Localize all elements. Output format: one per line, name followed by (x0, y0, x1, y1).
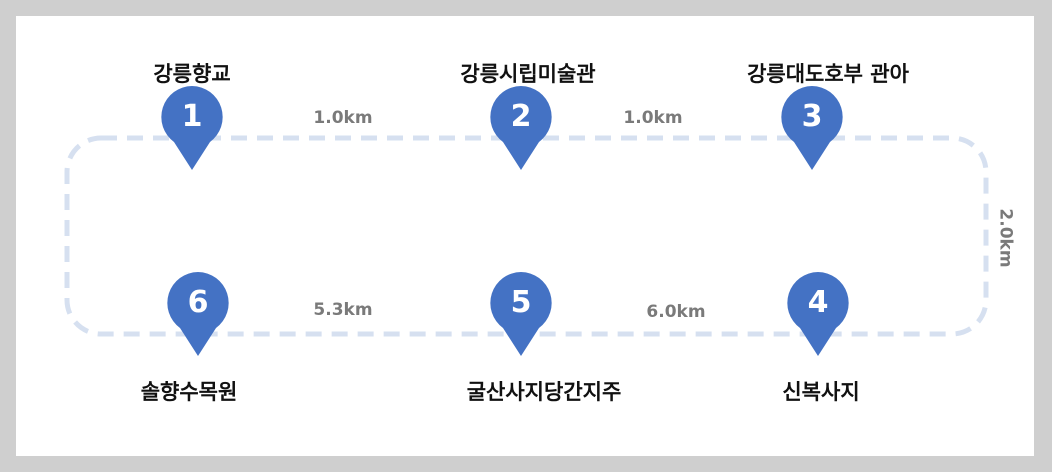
distance-5-6: 5.3km (313, 300, 373, 320)
distance-2-3: 1.0km (623, 108, 683, 128)
stop-name-1: 강릉향교 (153, 62, 231, 86)
map-pin-1: 1 (159, 86, 225, 170)
pin-number-3: 3 (801, 99, 823, 134)
map-pin-2: 2 (488, 86, 554, 170)
stop-name-6: 솔향수목원 (140, 380, 238, 404)
stop-name-2: 강릉시립미술관 (460, 62, 596, 86)
map-pin-5: 5 (488, 272, 554, 356)
map-pin-6: 6 (165, 272, 231, 356)
distance-4-5: 6.0km (646, 302, 706, 322)
route-diagram: 1.0km 1.0km 2.0km 6.0km 5.3km 강릉향교 강릉시립미… (16, 16, 1034, 456)
stop-name-5: 굴산사지당간지주 (466, 380, 622, 404)
stop-name-4: 신복사지 (782, 380, 860, 404)
stop-name-3: 강릉대도호부 관아 (747, 62, 909, 86)
pin-number-2: 2 (510, 99, 532, 134)
distance-3-4: 2.0km (995, 208, 1016, 268)
pin-number-5: 5 (510, 285, 532, 320)
map-pin-3: 3 (779, 86, 845, 170)
map-pin-4: 4 (785, 272, 851, 356)
pin-number-6: 6 (187, 285, 209, 320)
pin-number-1: 1 (181, 99, 203, 134)
distance-1-2: 1.0km (313, 108, 373, 128)
pin-number-4: 4 (807, 285, 829, 320)
